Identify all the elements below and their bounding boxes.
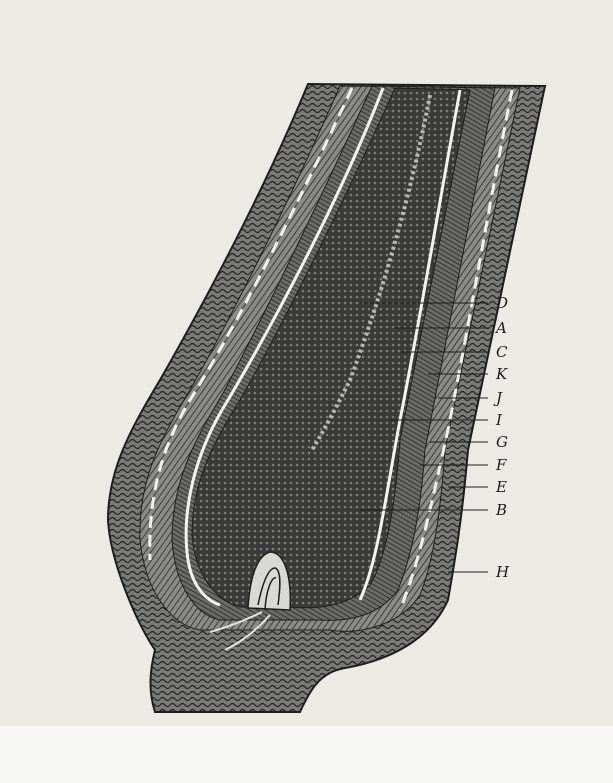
label-k: K [495, 365, 508, 383]
label-d: D [495, 294, 508, 312]
label-h: H [495, 563, 510, 581]
label-a: A [494, 319, 507, 337]
label-e: E [495, 478, 507, 496]
label-j: J [493, 389, 503, 407]
label-b: B [495, 501, 507, 519]
label-c: C [496, 343, 508, 361]
label-g: G [496, 433, 508, 451]
label-i: I [495, 411, 503, 429]
label-f: F [495, 456, 507, 474]
